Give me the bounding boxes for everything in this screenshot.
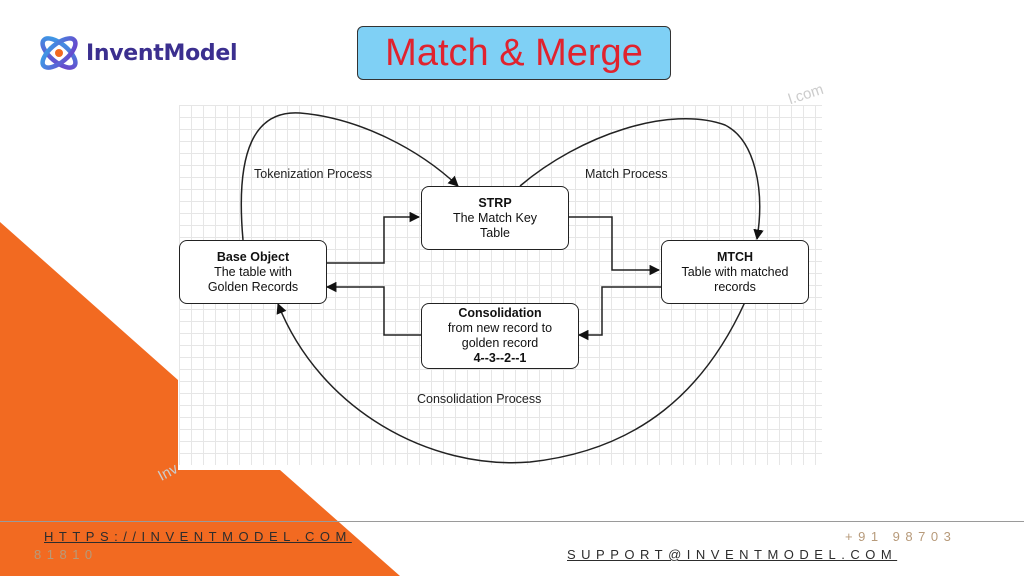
node-cons-line3: 4--3--2--1 xyxy=(473,351,527,365)
edge-strp-to-mtch xyxy=(567,216,661,276)
edge-label-tokenization: Tokenization Process xyxy=(254,167,373,181)
atom-orbit-icon xyxy=(40,36,78,70)
node-cons-line1: from new record to xyxy=(447,321,553,335)
brand-logo: InventModel xyxy=(36,30,238,76)
node-strp-line2: Table xyxy=(480,225,510,240)
edge-tokenization xyxy=(240,112,459,241)
edge-label-match: Match Process xyxy=(585,167,668,181)
brand-name: InventModel xyxy=(86,40,238,66)
node-mtch-line2: records xyxy=(714,279,756,294)
footer-url-link[interactable]: HTTPS://INVENTMODEL.COM xyxy=(44,529,352,544)
node-base-object: Base Object The table with Golden Record… xyxy=(179,240,327,304)
title-box: Match & Merge xyxy=(357,26,671,80)
node-strp-title: STRP xyxy=(478,195,512,210)
node-mtch-title: MTCH xyxy=(716,249,754,264)
footer-email-link[interactable]: SUPPORT@INVENTMODEL.COM xyxy=(567,547,898,562)
edge-consolidation xyxy=(276,301,746,464)
edge-mtch-to-cons xyxy=(577,286,661,341)
edge-match xyxy=(519,118,764,241)
edge-label-consolidation: Consolidation Process xyxy=(417,392,542,406)
node-base-line2: Golden Records xyxy=(207,279,299,294)
node-base-title: Base Object xyxy=(216,249,290,264)
edge-cons-to-base xyxy=(325,281,421,336)
node-mtch: MTCH Table with matched records xyxy=(661,240,809,304)
node-consolidation: Consolidation from new record to golden … xyxy=(421,303,579,369)
node-strp-line1: The Match Key xyxy=(452,210,538,225)
node-base-line1: The table with xyxy=(214,264,292,279)
footer-phone-part1: +91 98703 xyxy=(845,529,957,544)
node-mtch-line1: Table with matched xyxy=(681,264,789,279)
node-cons-title: Consolidation xyxy=(458,306,542,320)
footer-divider xyxy=(0,521,1024,522)
node-cons-line2: golden record xyxy=(461,336,539,350)
edge-base-to-strp xyxy=(325,211,421,264)
page-title: Match & Merge xyxy=(385,31,643,74)
node-strp: STRP The Match Key Table xyxy=(421,186,569,250)
footer-phone-part2: 81810 xyxy=(34,547,98,562)
